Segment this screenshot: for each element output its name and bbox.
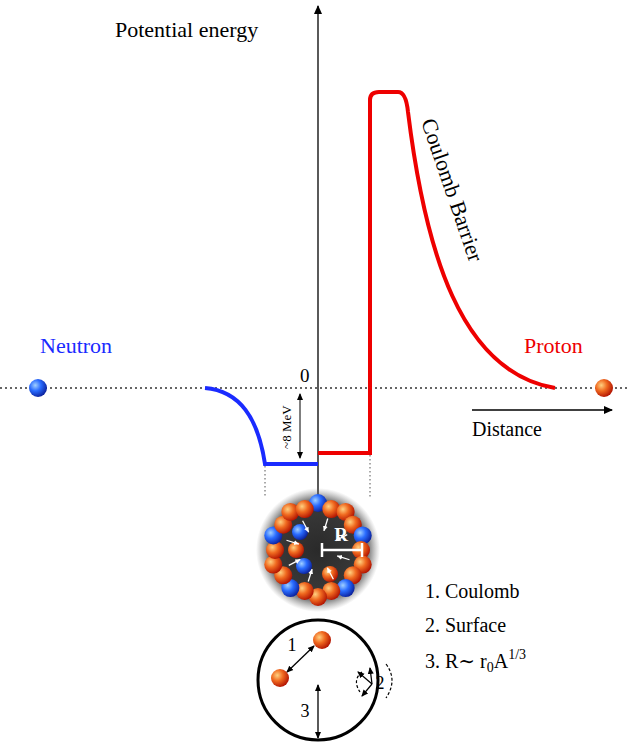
superscript: 1/3 (508, 647, 526, 662)
legend-item: 2. Surface (425, 614, 506, 636)
radius-bar (321, 543, 324, 557)
radius-bar (322, 549, 362, 552)
nucleus-balls (264, 494, 371, 606)
proton-label: Proton (524, 334, 583, 358)
nucleus-core (256, 488, 380, 612)
barrier-label: Coulomb Barrier (416, 115, 488, 264)
legend-item: 1. Coulomb (425, 580, 519, 602)
depth-label: ~8 MeV (280, 405, 294, 449)
callout-number: 3 (301, 702, 310, 722)
legend-item: A (494, 650, 508, 672)
force-arrow (324, 518, 328, 530)
subscript: 0 (487, 660, 494, 675)
neutron-label: Neutron (40, 334, 112, 358)
neutron-potential (205, 388, 318, 464)
zero-mark: 0 (300, 366, 310, 387)
callout-number: 1 (288, 636, 297, 656)
force-arrow (286, 540, 298, 544)
scheme-circle (258, 620, 378, 740)
force-arrow (327, 568, 333, 579)
force-arrow (308, 569, 312, 581)
neutron-ball (29, 379, 47, 397)
force-arrow (289, 559, 300, 565)
guide-line (370, 455, 371, 498)
proton-potential (318, 92, 555, 453)
callout-number: 2 (376, 674, 385, 694)
radius-arrow (317, 685, 318, 738)
surface-sketch (356, 664, 392, 698)
proton-ball (271, 669, 289, 687)
proton-ball (595, 379, 613, 397)
axis-title: Potential energy (115, 18, 258, 42)
legend-line: 3. R∼ r0A1/3 (425, 647, 526, 675)
force-arrow (337, 556, 349, 560)
proton-ball (322, 566, 338, 582)
force-arrow (303, 521, 309, 532)
distance-arrow (472, 409, 612, 410)
zero-line (0, 387, 627, 388)
radius-bar (361, 543, 364, 557)
legend-item: 3. R∼ r (425, 650, 487, 672)
radius-label: R (334, 525, 348, 546)
proton-ball (313, 631, 331, 649)
guide-line (265, 466, 266, 498)
axis-label: Distance (472, 418, 542, 440)
proton-ball (288, 542, 304, 558)
depth-arrow (300, 394, 301, 458)
proton-ball (296, 500, 314, 518)
